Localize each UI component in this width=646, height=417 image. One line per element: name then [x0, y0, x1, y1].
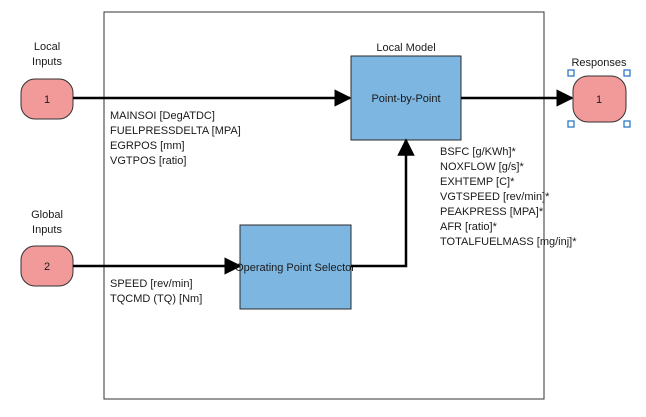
local-input-port[interactable]: 1	[20, 78, 74, 120]
response-signal-6: AFR [ratio]*	[440, 221, 498, 233]
operating-point-selector-block[interactable]: Operating Point Selector	[235, 224, 355, 310]
response-signal-7: TOTALFUELMASS [mg/inj]*	[440, 236, 577, 248]
response-port-number: 1	[596, 94, 602, 106]
local-signal-3: EGRPOS [mm]	[110, 140, 185, 152]
global-inputs-label-line1: Global	[31, 209, 63, 221]
selection-handle-bottom-left[interactable]	[567, 120, 575, 128]
global-signal-1: SPEED [rev/min]	[110, 278, 193, 290]
local-inputs-label-line1: Local	[34, 41, 60, 53]
local-signal-2: FUELPRESSDELTA [MPA]	[110, 125, 241, 137]
global-inputs-label-line2: Inputs	[32, 224, 62, 236]
response-signal-2: NOXFLOW [g/s]*	[440, 161, 524, 173]
selection-handle-bottom-right[interactable]	[623, 120, 631, 128]
response-signal-5: PEAKPRESS [MPA]*	[440, 206, 544, 218]
global-input-port-number: 2	[44, 261, 50, 273]
local-model-title: Local Model	[376, 42, 435, 54]
response-signal-3: EXHTEMP [C]*	[440, 176, 515, 188]
responses-label: Responses	[571, 57, 627, 69]
subsystem-frame	[103, 11, 545, 400]
global-signal-2: TQCMD (TQ) [Nm]	[110, 293, 202, 305]
local-inputs-label-line2: Inputs	[32, 56, 62, 68]
point-by-point-block[interactable]: Point-by-Point	[350, 55, 462, 141]
local-signal-4: VGTPOS [ratio]	[110, 155, 186, 167]
selector-to-model-line[interactable]	[351, 138, 415, 268]
operating-point-selector-label: Operating Point Selector	[235, 262, 355, 274]
local-input-port-number: 1	[44, 94, 50, 106]
selection-handle-top-left[interactable]	[567, 69, 575, 77]
local-signal-1: MAINSOI [DegATDC]	[110, 110, 215, 122]
selection-handle-top-right[interactable]	[623, 69, 631, 77]
global-input-port[interactable]: 2	[20, 245, 74, 287]
response-port[interactable]: 1	[572, 75, 627, 123]
response-signal-1: BSFC [g/KWh]*	[440, 146, 517, 158]
point-by-point-label: Point-by-Point	[371, 93, 440, 105]
response-signal-4: VGTSPEED [rev/min]*	[440, 191, 550, 203]
